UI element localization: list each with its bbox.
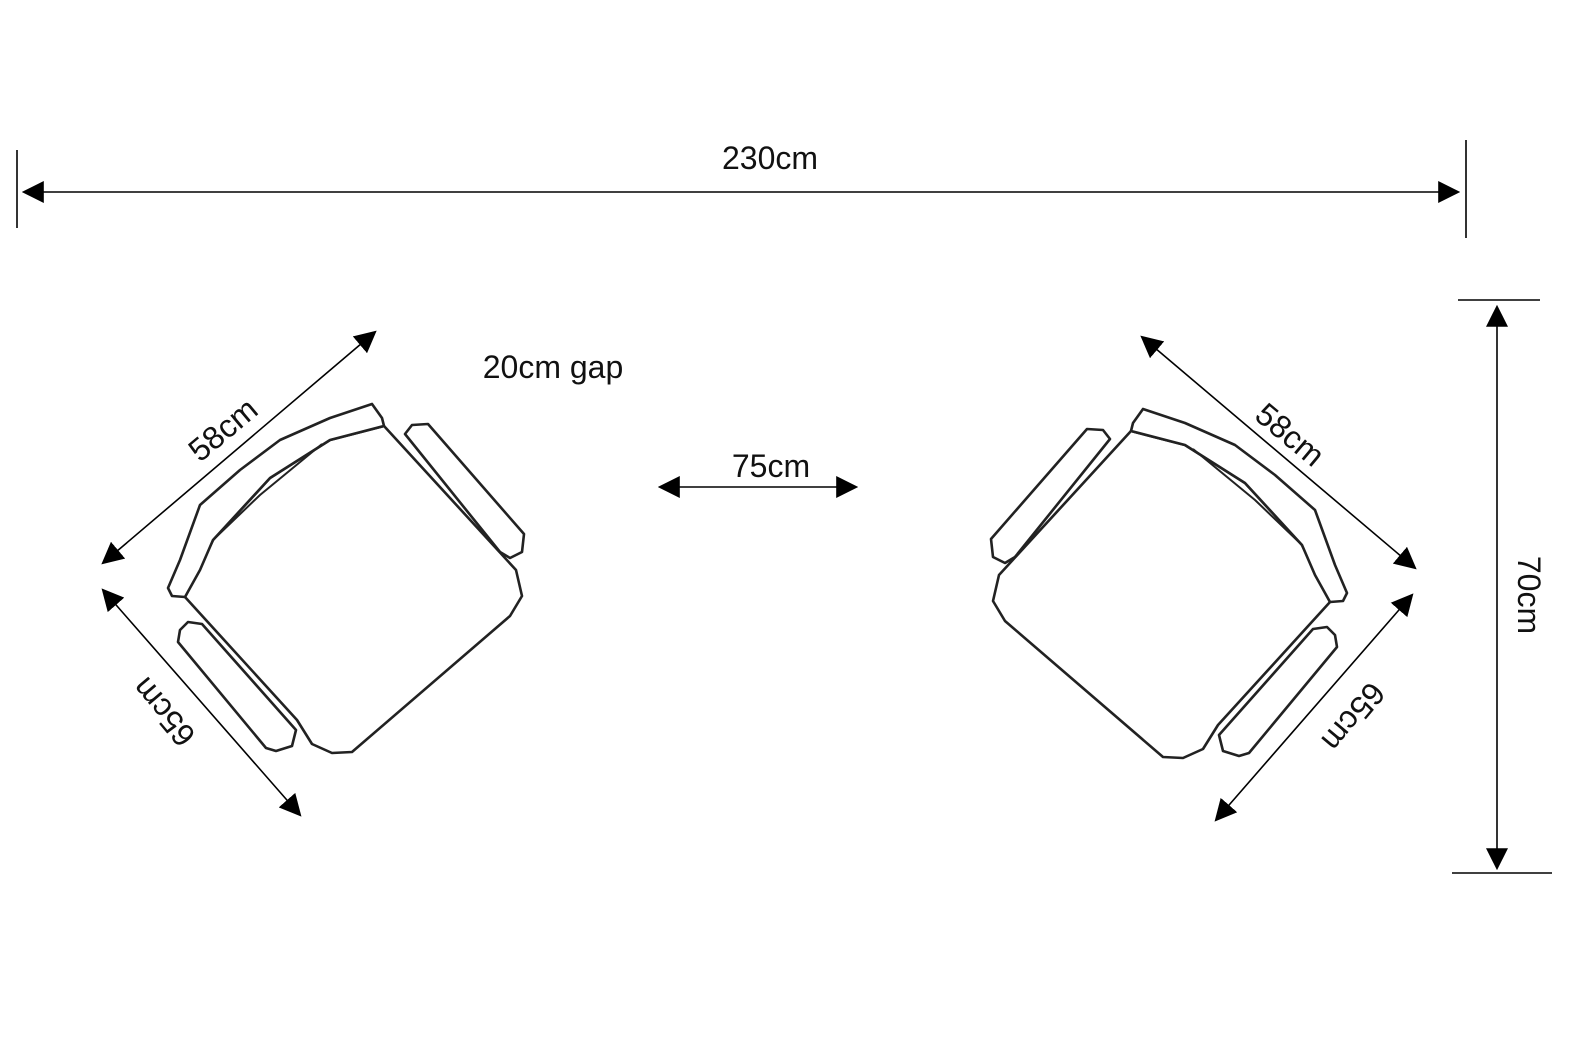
left-depth-arrow	[101, 588, 302, 817]
right-width-arrow	[1140, 335, 1417, 570]
right-depth-arrow	[1214, 593, 1414, 822]
left-depth-label: 65cm	[125, 671, 203, 754]
between-chairs-label: 75cm	[732, 448, 810, 484]
gap-label: 20cm gap	[483, 349, 624, 385]
left-width-arrow	[101, 330, 377, 565]
right-depth-label: 65cm	[1314, 676, 1392, 759]
right-chair	[989, 407, 1349, 760]
left-width-label: 58cm	[181, 391, 264, 469]
depth-label: 70cm	[1511, 556, 1547, 634]
total-width-label: 230cm	[722, 140, 818, 176]
left-chair	[166, 402, 526, 755]
